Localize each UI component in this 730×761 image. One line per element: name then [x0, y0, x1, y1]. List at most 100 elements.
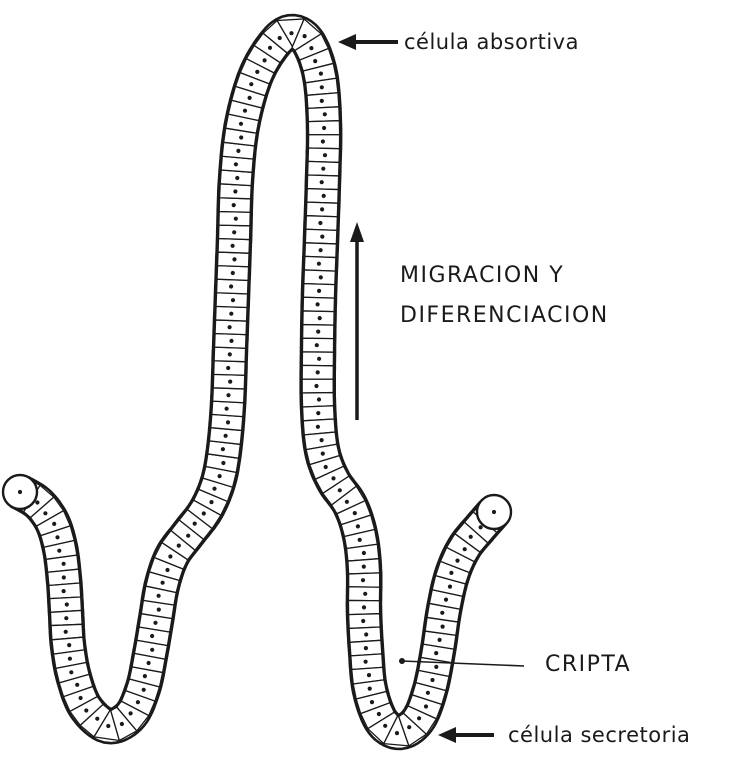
cell-nucleus [370, 700, 374, 704]
cell-nucleus [364, 646, 368, 650]
cell-nucleus [232, 257, 236, 261]
cell-nucleus [221, 461, 225, 465]
cell-nucleus [268, 46, 272, 50]
cell-nucleus [226, 393, 230, 397]
cell-nucleus [434, 665, 438, 669]
cell-nucleus [229, 312, 233, 316]
cell-nucleus [106, 724, 110, 728]
cell-nucleus [383, 724, 387, 728]
cell-nucleus [319, 248, 323, 252]
cell-nucleus [43, 511, 47, 515]
cell-nucleus [249, 82, 253, 86]
cell-nucleus [289, 31, 293, 35]
label-celula-absortiva: célula absortiva [404, 30, 579, 54]
cell-nucleus [320, 235, 324, 239]
cell-nucleus [150, 634, 154, 638]
cell-nucleus [65, 602, 69, 606]
cell-nucleus [430, 678, 434, 682]
cell-nucleus [426, 691, 430, 695]
cell-nucleus [407, 725, 411, 729]
cell-nucleus [338, 488, 342, 492]
cell-nucleus [62, 562, 66, 566]
cell-nucleus [226, 420, 230, 424]
cell-nucleus [321, 167, 325, 171]
cell-nucleus [62, 589, 66, 593]
cell-nucleus [229, 284, 233, 288]
cell-nucleus [441, 625, 445, 629]
cell-nucleus [231, 298, 235, 302]
cell-nucleus [235, 176, 239, 180]
label-diferenciacion: DIFERENCIACION [400, 303, 609, 328]
cell-nucleus [84, 708, 88, 712]
cell-nucleus [316, 302, 320, 306]
cell-nucleus [153, 621, 157, 625]
cell-nucleus [239, 135, 243, 139]
cell-nucleus [424, 704, 428, 708]
cell-nucleus [228, 380, 232, 384]
cell-nucleus [18, 490, 22, 494]
cell-nucleus [316, 330, 320, 334]
cell-nucleus [228, 352, 232, 356]
cell-nucleus [364, 632, 368, 636]
arrow-celula-secretoria [438, 727, 494, 743]
cell-nucleus [449, 571, 453, 575]
cell-nucleus [417, 716, 421, 720]
cell-nucleus [165, 568, 169, 572]
cell-nucleus [434, 651, 438, 655]
cell-nucleus [234, 217, 238, 221]
cell-nucleus [232, 203, 236, 207]
cell-nucleus [318, 221, 322, 225]
cell-nucleus [68, 657, 72, 661]
cell-nucleus [321, 139, 325, 143]
cell-nucleus [234, 162, 238, 166]
cell-nucleus [120, 722, 124, 726]
cell-nucleus [228, 325, 232, 329]
cell-nucleus [321, 452, 325, 456]
cell-nucleus [324, 465, 328, 469]
cell-nucleus [364, 660, 368, 664]
cell-nucleus [75, 683, 79, 687]
cell-nucleus [463, 547, 467, 551]
cell-nucleus [193, 522, 197, 526]
label-migracion: MIGRACION Y [400, 263, 564, 288]
cell-nucleus [79, 696, 83, 700]
cell-nucleus [232, 230, 236, 234]
cell-nucleus [368, 687, 372, 691]
cell-nucleus [323, 153, 327, 157]
cell-nucleus [64, 630, 68, 634]
cell-nucleus [225, 407, 229, 411]
cell-nucleus [317, 262, 321, 266]
cell-nucleus [361, 619, 365, 623]
cell-nucleus [233, 189, 237, 193]
cell-nucleus [318, 316, 322, 320]
cell-nucleus [317, 397, 321, 401]
cell-nucleus [320, 85, 324, 89]
cell-nucleus [316, 370, 320, 374]
cell-nucleus [209, 500, 213, 504]
cell-nucleus [440, 611, 444, 615]
cell-nucleus [316, 425, 320, 429]
cell-nucleus [313, 59, 317, 63]
cell-nucleus [129, 711, 133, 715]
cell-nucleus [395, 731, 399, 735]
cell-nucleus [363, 592, 367, 596]
cell-nucleus [309, 46, 313, 50]
cell-nucleus [319, 275, 323, 279]
cell-nucleus [317, 357, 321, 361]
cell-nucleus [52, 522, 56, 526]
cell-nucleus [67, 643, 71, 647]
cell-nucleus [143, 674, 147, 678]
cell-nucleus [150, 648, 154, 652]
cell-nucleus [323, 112, 327, 116]
cell-nucleus [320, 99, 324, 103]
label-cripta: CRIPTA [545, 652, 631, 677]
cell-nucleus [255, 70, 259, 74]
cell-nucleus [353, 511, 357, 515]
cell-nucleus [95, 717, 99, 721]
cell-nucleus [229, 339, 233, 343]
cell-nucleus [303, 34, 307, 38]
cell-nucleus [455, 559, 459, 563]
cell-nucleus [157, 608, 161, 612]
cell-nucleus [320, 438, 324, 442]
arrow-celula-absortiva [338, 34, 398, 50]
